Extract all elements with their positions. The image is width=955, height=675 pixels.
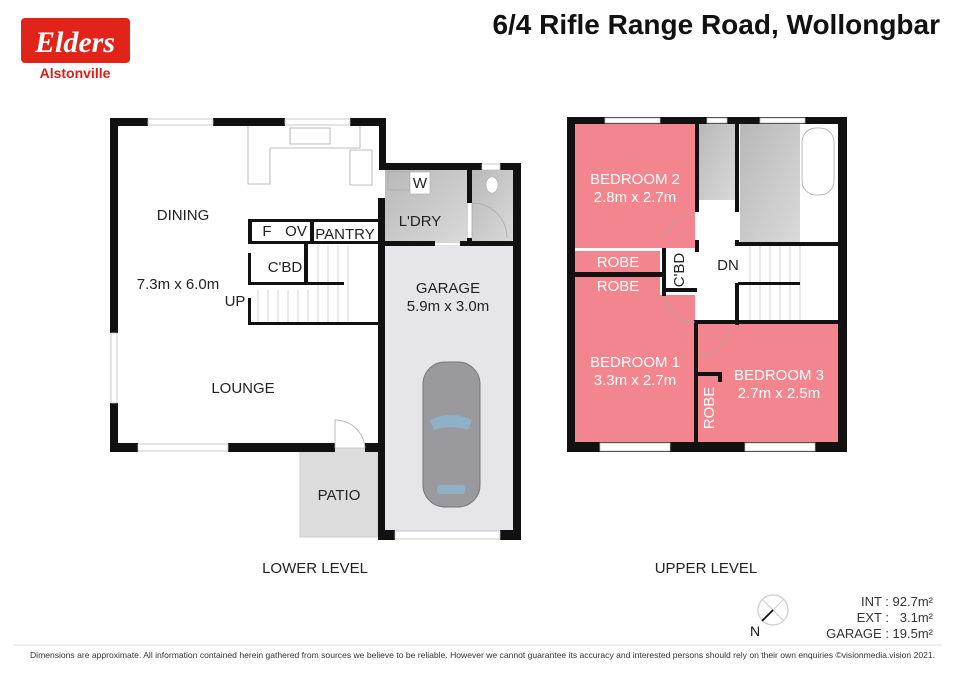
room-size-garage: 5.9m x 3.0m: [407, 298, 490, 315]
bedroom-1-floor: [575, 295, 695, 442]
room-label-dining: DINING: [157, 207, 210, 224]
bathroom-floor: [740, 124, 800, 242]
car-icon: [422, 361, 481, 508]
stairs-up-label: UP: [225, 293, 246, 310]
room-label-bedroom-3: BEDROOM 3: [734, 367, 824, 384]
fridge-label: F: [262, 223, 271, 240]
room-label-patio: PATIO: [318, 487, 361, 504]
oven-label: OV: [285, 223, 307, 240]
laundry-label: L'DRY: [399, 213, 442, 230]
washer-label: W: [413, 175, 428, 192]
area-internal: INT : 92.7m²: [861, 594, 934, 609]
wc-floor: [697, 124, 738, 200]
stairs-down-label: DN: [717, 257, 739, 274]
logo-brand: Elders: [34, 26, 115, 59]
room-label-bedroom-1: BEDROOM 1: [590, 354, 680, 371]
patio-floor: [299, 447, 379, 538]
lower-level-plan: DINING 7.3m x 6.0m UP LOUNGE F OV PANTRY…: [110, 118, 521, 577]
room-label-garage: GARAGE: [416, 280, 480, 297]
room-size-bedroom-1: 3.3m x 2.7m: [594, 372, 677, 389]
page-title: 6/4 Rifle Range Road, Wollongbar: [492, 9, 940, 40]
compass-icon: N: [750, 594, 789, 639]
upper-level-caption: UPPER LEVEL: [655, 560, 758, 577]
logo-office: Alstonville: [40, 65, 111, 81]
bedroom-2-floor: [575, 124, 695, 248]
lower-level-caption: LOWER LEVEL: [262, 560, 368, 577]
disclaimer: Dimensions are approximate. All informat…: [30, 651, 935, 660]
room-label-lounge: LOUNGE: [211, 380, 274, 397]
elders-logo: Elders Alstonville: [21, 18, 130, 81]
area-garage: GARAGE : 19.5m²: [826, 626, 934, 641]
compass-north-label: N: [750, 623, 760, 639]
upper-level-plan: BEDROOM 2 2.8m x 2.7m ROBE ROBE C'BD DN …: [567, 117, 847, 577]
room-label-bedroom-2: BEDROOM 2: [590, 171, 680, 188]
cupboard-label: C'BD: [268, 259, 303, 276]
pantry-label: PANTRY: [315, 226, 374, 243]
robe-label: ROBE: [701, 387, 718, 430]
room-size-bedroom-2: 2.8m x 2.7m: [594, 189, 677, 206]
room-size-dining: 7.3m x 6.0m: [137, 276, 220, 293]
room-size-bedroom-3: 2.7m x 2.5m: [738, 385, 821, 402]
robe-label: ROBE: [597, 278, 640, 295]
cupboard-label: C'BD: [671, 253, 688, 288]
area-external: EXT : 3.1m²: [857, 610, 934, 625]
robe-label: ROBE: [597, 254, 640, 271]
